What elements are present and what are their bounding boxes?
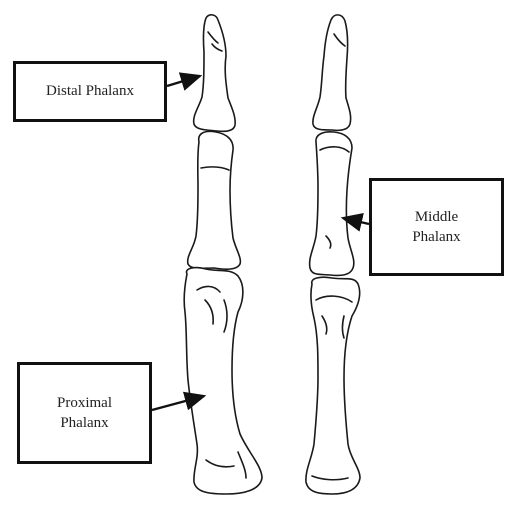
middle-phalanx-label-box: Middle Phalanx	[369, 178, 504, 276]
right-distal-phalanx	[313, 15, 351, 130]
proximal-phalanx-label-box: Proximal Phalanx	[17, 362, 152, 464]
right-middle-phalanx	[310, 132, 354, 276]
distal-phalanx-label-box: Distal Phalanx	[13, 61, 167, 122]
middle-phalanx-label: Middle Phalanx	[412, 207, 460, 248]
right-proximal-phalanx	[306, 277, 360, 494]
left-proximal-phalanx	[184, 268, 262, 494]
proximal-phalanx-label: Proximal Phalanx	[57, 393, 112, 434]
distal-arrow	[167, 76, 200, 86]
distal-phalanx-label: Distal Phalanx	[46, 81, 134, 101]
left-middle-phalanx	[188, 131, 241, 269]
left-distal-phalanx	[194, 15, 236, 132]
